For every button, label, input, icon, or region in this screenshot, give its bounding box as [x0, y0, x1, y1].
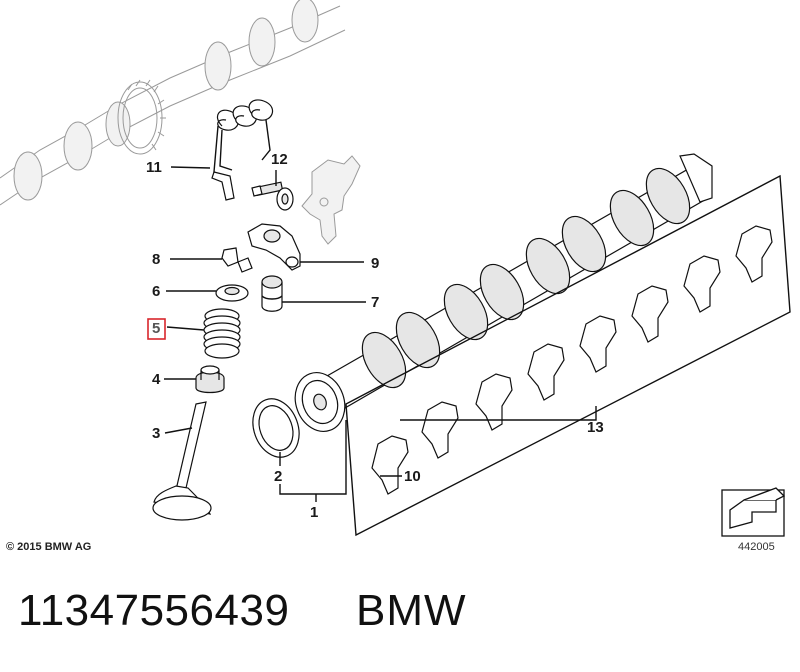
callout-8: 8: [152, 251, 160, 268]
torsion-spring-part: [211, 99, 274, 201]
spring-retainer-part: [215, 284, 249, 302]
finger-follower-set: [371, 225, 773, 495]
bolt-part: [251, 181, 294, 211]
roller-finger-part: [247, 223, 301, 271]
part-number: 11347556439: [18, 586, 290, 635]
background-camshaft-ghost: [0, 0, 346, 206]
leader-lines: [164, 166, 597, 502]
hydraulic-lifter-part: [261, 275, 283, 312]
return-arrow-icon[interactable]: [721, 487, 786, 537]
callout-5: 5: [152, 320, 160, 337]
finger-follower-set-frame: [345, 174, 791, 537]
valve-spring-part: [203, 308, 241, 359]
background-rocker-ghost: [301, 155, 361, 245]
callout-9: 9: [371, 255, 379, 272]
callout-12: 12: [271, 151, 288, 168]
callout-5-highlight-box: [147, 318, 166, 340]
callout-4: 4: [152, 371, 161, 388]
copyright-text: © 2015 BMW AG: [6, 541, 92, 553]
callout-1: 1: [310, 504, 318, 521]
callout-labels: 11 12 8 9 6 7 5 4 3 2 1 13 10: [146, 151, 604, 521]
o-ring-seal-part: [252, 398, 300, 458]
valve-part: [152, 401, 212, 521]
diagram-id-text: 442005: [738, 541, 775, 553]
callout-7: 7: [371, 294, 379, 311]
camshaft-part: [294, 153, 713, 432]
callout-2: 2: [274, 468, 282, 485]
callout-13: 13: [587, 419, 604, 436]
valve-stem-seal-part: [195, 365, 225, 394]
callout-11: 11: [146, 159, 162, 176]
brand-name: BMW: [356, 586, 467, 635]
valve-keeper-part: [221, 247, 253, 273]
callout-10: 10: [404, 468, 421, 485]
callout-6: 6: [152, 283, 160, 300]
callout-3: 3: [152, 425, 160, 442]
